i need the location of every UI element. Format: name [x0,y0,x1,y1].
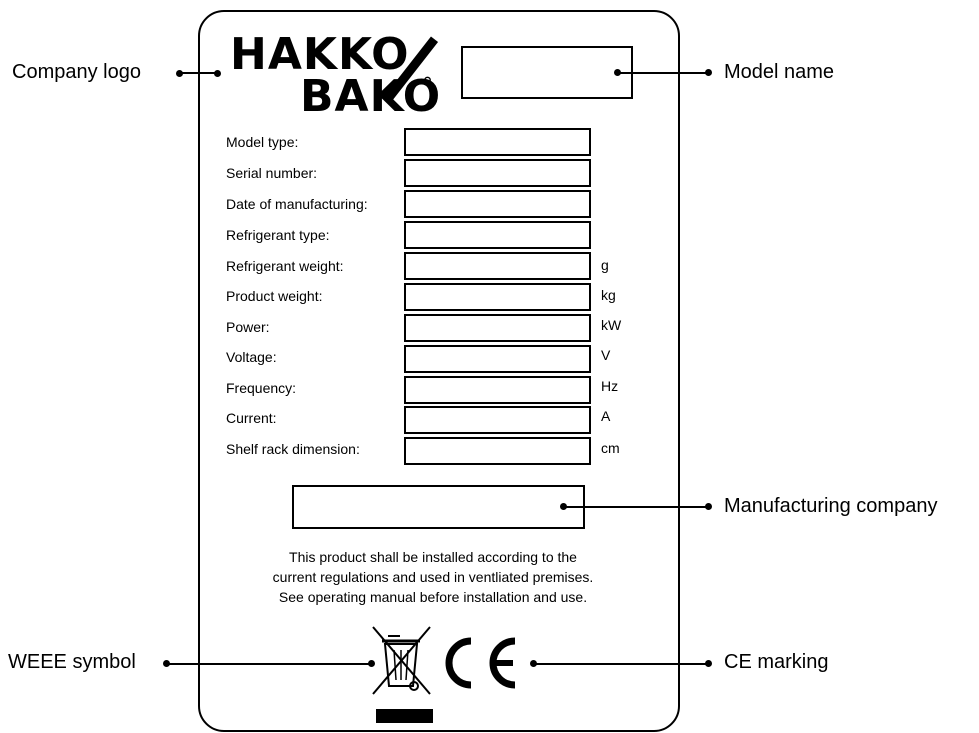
field-label: Product weight: [226,288,323,304]
field-value-box [404,190,591,218]
field-unit: Hz [601,378,619,394]
installation-notice: This product shall be installed accordin… [200,547,666,607]
callout-model-name: Model name [724,61,835,83]
leader-dot [705,503,712,510]
manufacturing-company-box [292,485,585,529]
logo-mark: ° [422,74,434,99]
field-unit: g [601,257,609,273]
field-label: Frequency: [226,380,297,396]
ce-marking-icon [445,637,516,689]
callout-company-logo: Company logo [12,61,141,83]
field-label: Current: [226,410,277,426]
field-unit: kg [601,287,616,303]
notice-line: current regulations and used in ventliat… [272,569,594,585]
field-unit: V [601,347,611,363]
field-value-box [404,221,591,249]
field-label: Model type: [226,134,299,150]
weee-icon [372,626,433,723]
field-label: Voltage: [226,349,277,365]
field-value-box [404,159,591,187]
callout-manufacturing-company: Manufacturing company [724,495,938,517]
rating-plate [198,10,680,732]
leader-line [617,72,709,74]
field-label: Shelf rack dimension: [226,441,360,457]
leader-dot [214,70,221,77]
field-value-box [404,283,591,311]
field-value-box [404,406,591,434]
leader-line [166,663,372,665]
notice-line: This product shall be installed accordin… [289,549,577,565]
field-value-box [404,314,591,342]
field-value-box [404,252,591,280]
leader-dot [368,660,375,667]
field-unit: cm [601,440,620,456]
field-label: Refrigerant weight: [226,258,344,274]
field-label: Power: [226,319,270,335]
field-value-box [404,345,591,373]
callout-ce-marking: CE marking [724,651,829,673]
field-value-box [404,128,591,156]
logo-line-2: BAKO [300,71,442,122]
field-label: Refrigerant type: [226,227,330,243]
model-name-box [461,46,633,99]
field-value-box [404,376,591,404]
leader-dot [705,660,712,667]
leader-line [533,663,709,665]
field-label: Serial number: [226,165,318,181]
callout-weee-symbol: WEEE symbol [8,651,136,673]
leader-line [179,72,217,74]
field-value-box [404,437,591,465]
field-unit: kW [601,317,622,333]
notice-line: See operating manual before installation… [278,589,588,605]
company-logo: HAKKO BAKO ° [228,29,442,122]
leader-line [563,506,709,508]
leader-dot [705,69,712,76]
field-label: Date of manufacturing: [226,196,368,212]
logo-line-1: HAKKO [230,29,410,80]
field-unit: A [601,408,611,424]
